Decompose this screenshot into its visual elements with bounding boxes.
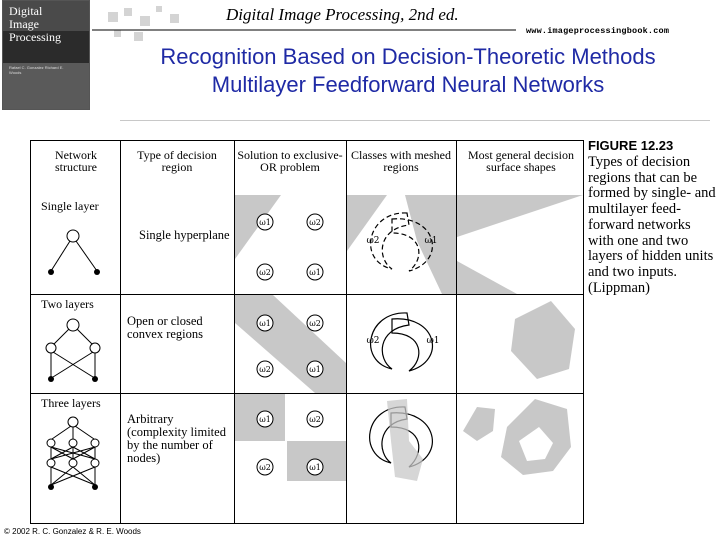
region-type-single: Single hyperplane — [139, 228, 230, 242]
three-layer-network-diagram — [46, 416, 100, 490]
grid-line — [31, 294, 583, 295]
decorative-squares — [100, 2, 220, 62]
figure-table: Network structure Type of decision regio… — [30, 140, 584, 524]
class-label-w1: ω1 — [259, 319, 271, 328]
class-label-w2: ω2 — [259, 365, 271, 374]
cover-title-line1: Digital — [9, 4, 43, 18]
copyright-notice: © 2002 R. C. Gonzalez & R. E. Woods — [4, 527, 141, 536]
column-header-xor: Solution to exclusive-OR problem — [237, 148, 343, 174]
meshed-regions-diagram: ω2 ω1 ω2 ω1 — [347, 195, 456, 481]
slide-subtitle: Multilayer Feedforward Neural Networks — [211, 72, 605, 97]
row-label-two-layers: Two layers — [41, 297, 94, 311]
grid-line — [120, 141, 121, 523]
class-label-w2: ω2 — [259, 463, 271, 472]
class-label-w1: ω1 — [426, 336, 439, 346]
book-cover-image: Digital Image Processing Rafael C. Gonza… — [2, 0, 90, 110]
cover-title-line2: Image — [9, 17, 39, 31]
row-label-single-layer: Single layer — [41, 199, 99, 213]
two-layer-network-diagram — [45, 318, 101, 382]
book-title: Digital Image Processing, 2nd ed. — [226, 5, 459, 24]
xor-row2-points: ω1 ω2 ω2 ω1 — [256, 314, 324, 378]
class-label-w1: ω1 — [424, 236, 437, 246]
grid-line — [31, 393, 583, 394]
class-label-w2: ω2 — [309, 319, 321, 328]
network-diagrams — [45, 229, 101, 490]
figure-caption-text: Types of decision regions that can be fo… — [588, 154, 716, 296]
single-layer-network-diagram — [48, 229, 100, 275]
class-label-w2: ω2 — [309, 415, 321, 424]
grid-line — [346, 141, 347, 523]
column-header-general: Most general decision surface shapes — [468, 148, 574, 174]
general-shapes-diagram — [457, 195, 583, 475]
class-label-w1: ω1 — [309, 365, 321, 374]
xor-solutions-diagram: ω1 ω2 ω2 ω1 ω1 ω2 ω2 ω1 ω1 ω2 ω2 ω1 — [235, 195, 346, 481]
class-label-w2: ω2 — [309, 218, 321, 227]
header-rule — [92, 29, 516, 31]
book-url: www.imageprocessingbook.com — [526, 26, 670, 36]
xor-row1-points: ω1 ω2 ω2 ω1 — [256, 213, 324, 281]
column-header-network: Network structure — [55, 148, 97, 174]
class-label-w1: ω1 — [309, 463, 321, 472]
separator-line — [120, 120, 710, 121]
row-label-three-layers: Three layers — [41, 396, 101, 410]
grid-line — [234, 141, 235, 523]
region-type-two: Open or closed convex regions — [127, 314, 204, 341]
class-label-w2: ω2 — [366, 336, 379, 346]
figure-caption-title: FIGURE 12.23 — [588, 138, 674, 153]
class-label-w1: ω1 — [309, 268, 321, 277]
region-type-three: Arbitrary (complexity limited by the num… — [127, 412, 226, 465]
cover-title-line3: Processing — [9, 30, 61, 44]
class-label-w2: ω2 — [366, 236, 379, 246]
class-label-w2: ω2 — [259, 268, 271, 277]
grid-line — [456, 141, 457, 523]
xor-row3-points: ω1 ω2 ω2 ω1 — [256, 410, 324, 476]
column-header-meshed: Classes with meshed regions — [351, 148, 451, 174]
slide-title: Recognition Based on Decision-Theoretic … — [160, 44, 656, 69]
cover-authors: Rafael C. Gonzalez Richard E. Woods — [9, 65, 64, 75]
column-header-region-type: Type of decision region — [137, 148, 217, 174]
class-label-w1: ω1 — [259, 415, 271, 424]
class-label-w1: ω1 — [259, 218, 271, 227]
